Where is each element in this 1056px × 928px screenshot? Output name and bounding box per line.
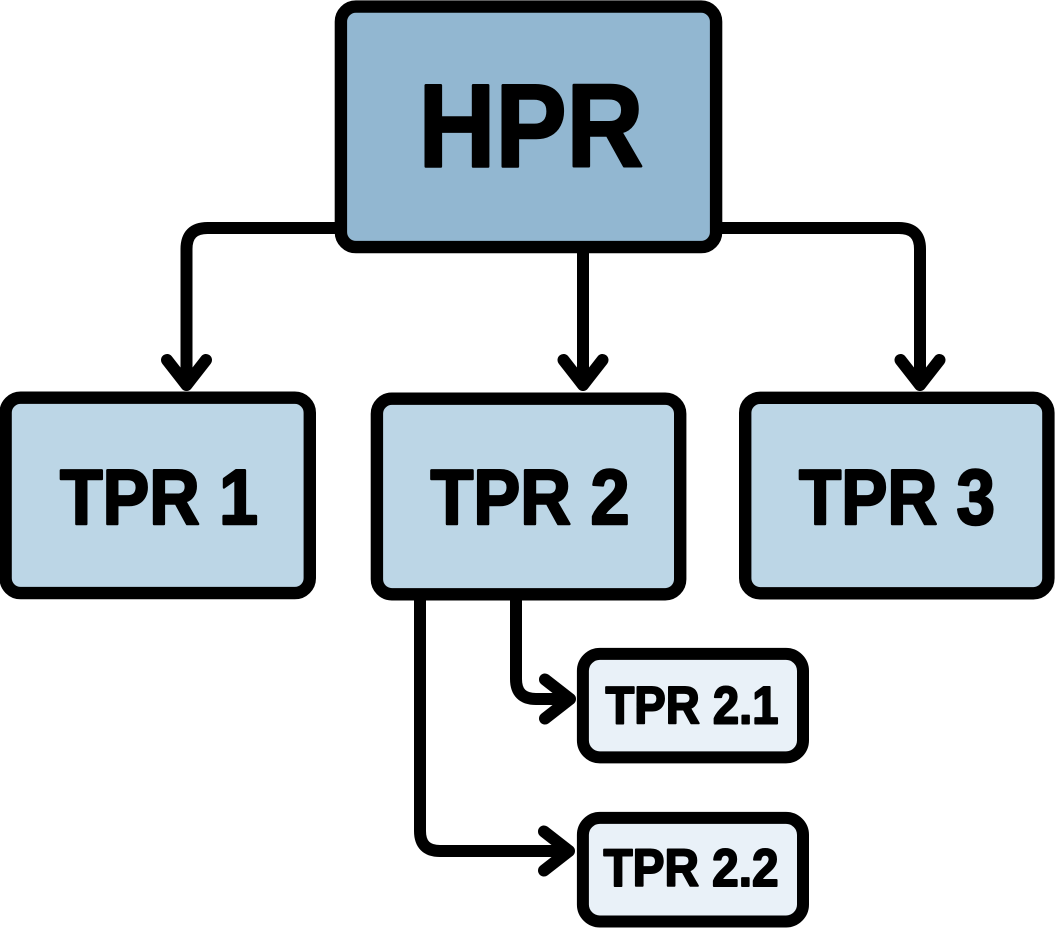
svg-text:TPR 2.2: TPR 2.2 <box>604 839 779 898</box>
svg-text:HPR: HPR <box>419 61 644 193</box>
svg-text:TPR 2.1: TPR 2.1 <box>606 677 779 736</box>
svg-text:TPR 2: TPR 2 <box>431 453 630 541</box>
svg-text:TPR 1: TPR 1 <box>60 453 258 541</box>
svg-text:TPR 3: TPR 3 <box>799 453 995 541</box>
